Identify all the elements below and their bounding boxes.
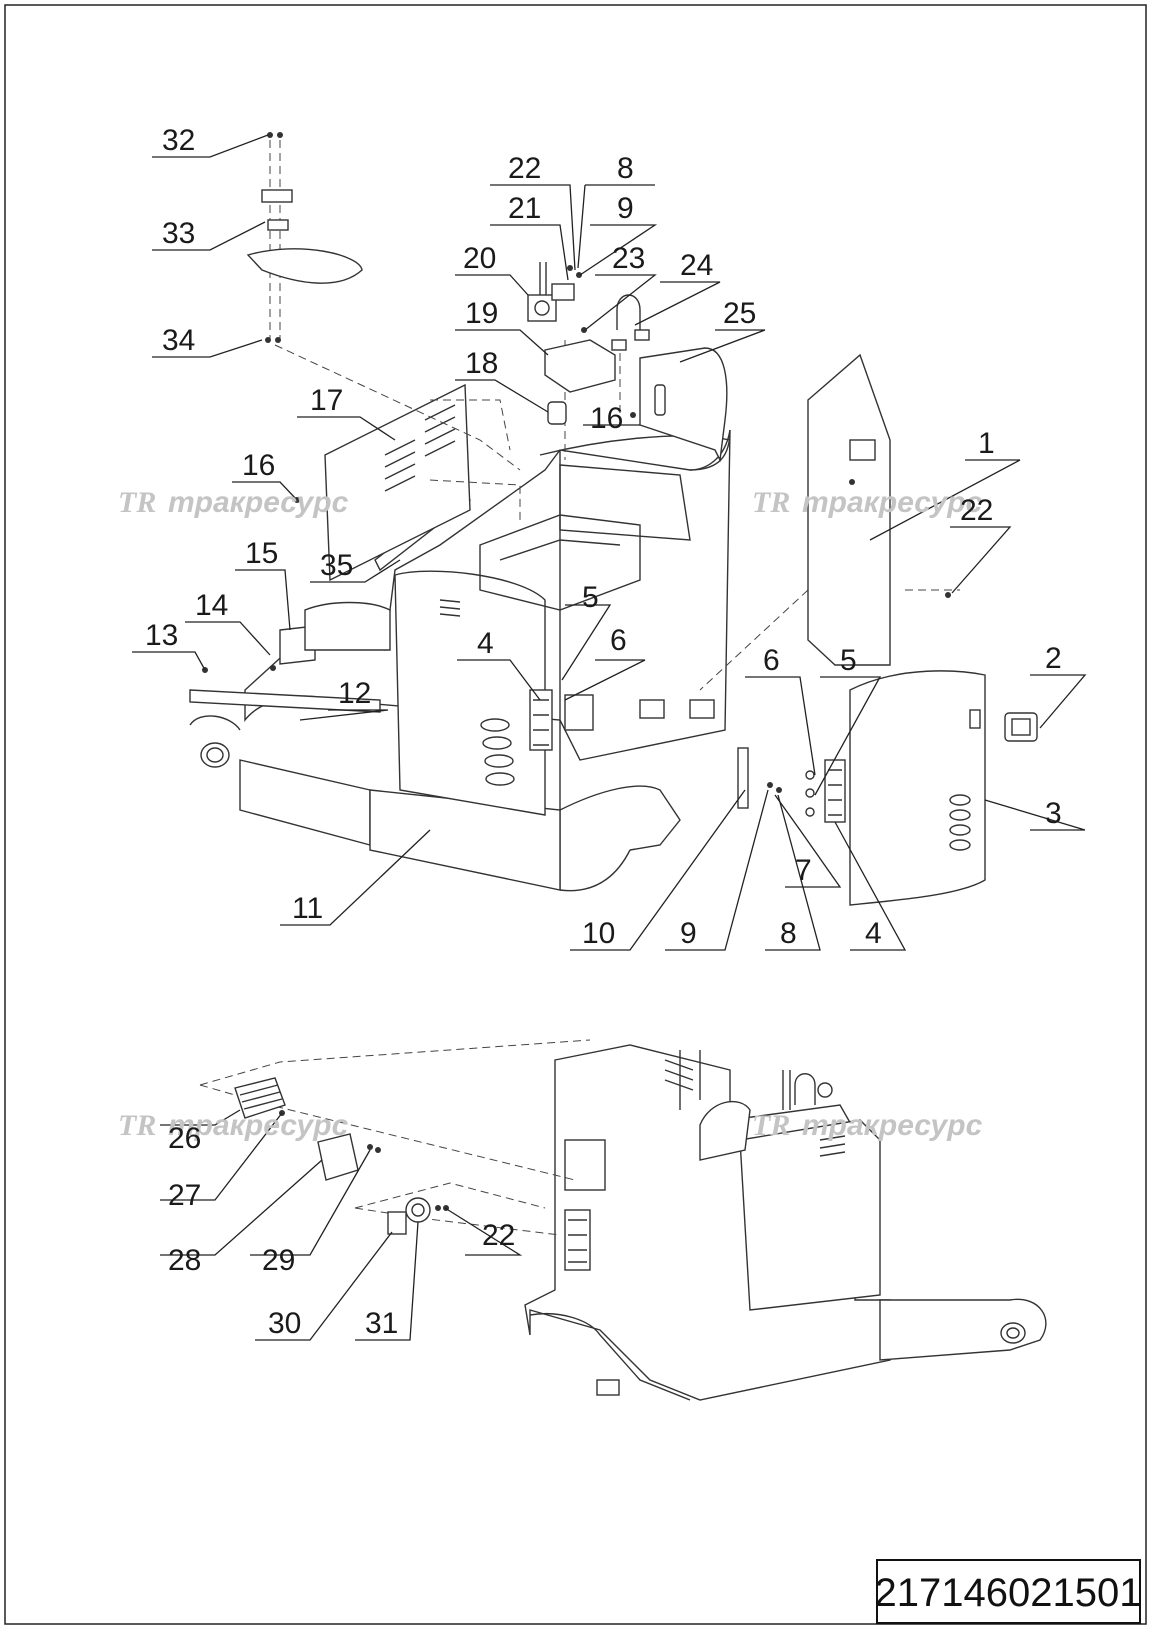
watermark-logo: TR [752,1109,790,1142]
callout-6-left: 6 [610,624,627,657]
cover-25 [639,347,728,463]
watermark-logo: TR [118,486,156,519]
watermark-text: тракресурс [802,486,983,519]
page-border [4,4,1147,1625]
watermark-1: TR тракресурс [118,486,349,519]
callout-1: 1 [978,427,995,460]
watermark-text: тракресурс [168,486,349,519]
callout-35: 35 [320,549,353,582]
callout-9-top: 9 [617,192,634,225]
mount-block [564,694,594,731]
ring-31 [405,1197,431,1223]
rear-panel [739,1119,881,1311]
callout-8-top: 8 [617,152,634,185]
rear-cover-1 [807,353,891,666]
watermark-3: TR тракресурс [118,1109,349,1142]
callout-19: 19 [465,297,498,330]
callout-12: 12 [338,677,371,710]
callout-5-left: 5 [582,581,599,614]
bracket-10 [737,747,749,809]
callout-21: 21 [508,192,541,225]
beam [189,689,381,713]
callout-9-bottom: 9 [680,917,697,950]
wheel-hub-right [1000,1322,1026,1344]
document-code-box: 217146021501 [875,1559,1142,1624]
leader-lines [132,134,1087,1341]
callout-14: 14 [195,589,228,622]
seat-plate [246,248,363,284]
callout-6-right: 6 [763,644,780,677]
callout-4-right: 4 [865,917,882,950]
document-code: 217146021501 [875,1571,1142,1615]
watermark-4: TR тракресурс [752,1109,983,1142]
callout-33: 33 [162,217,195,250]
callout-29: 29 [262,1244,295,1277]
callout-8-bottom: 8 [780,917,797,950]
bushing-18 [547,401,567,425]
callout-15: 15 [245,537,278,570]
callout-22-right: 22 [960,494,993,527]
callout-3: 3 [1045,797,1062,830]
watermark-text: тракресурс [168,1109,349,1142]
callout-10: 10 [582,917,615,950]
watermark-text: тракресурс [802,1109,983,1142]
watermark-2: TR тракресурс [752,486,983,519]
callout-25: 25 [723,297,756,330]
callout-16-left: 16 [242,449,275,482]
callout-18: 18 [465,347,498,380]
callout-32: 32 [162,124,195,157]
callout-17: 17 [310,384,343,417]
watermark-logo: TR [752,486,790,519]
wheel-hub-left [200,742,230,768]
lower-assembly-view [199,1039,1047,1401]
terminal-strip [564,1209,591,1271]
callout-22-bottom: 22 [482,1219,515,1252]
side-cover-3 [849,670,986,906]
callout-26: 26 [168,1122,201,1155]
clamp-33 [261,189,293,203]
connector-2 [1004,712,1038,742]
callout-7: 7 [795,854,812,887]
callout-27: 27 [168,1179,201,1212]
terminal-block-left [529,689,553,751]
callout-24: 24 [680,249,713,282]
callout-16-center: 16 [590,402,623,435]
callout-22-top: 22 [508,152,541,185]
front-cover [394,570,546,816]
callout-34: 34 [162,324,195,357]
plate-21 [551,283,575,301]
callout-28: 28 [168,1244,201,1277]
callout-13: 13 [145,619,178,652]
fork-leg [879,1298,1047,1361]
watermark-logo: TR [118,1109,156,1142]
callout-4-left: 4 [477,627,494,660]
callout-2: 2 [1045,642,1062,675]
roller-bracket [304,601,391,651]
callout-5-right: 5 [840,644,857,677]
callout-30: 30 [268,1307,301,1340]
lower-panel-left [239,759,371,846]
callout-11: 11 [292,892,323,925]
bracket-30 [387,1211,407,1235]
callout-labels: 32 33 34 22 8 21 9 20 23 24 19 25 18 16 … [145,124,1062,1340]
bracket-19 [544,339,616,393]
callout-20: 20 [463,242,496,275]
callout-31: 31 [365,1307,398,1340]
callout-23: 23 [612,242,645,275]
tiller-handle [699,1100,751,1161]
side-panel-17 [324,383,471,582]
